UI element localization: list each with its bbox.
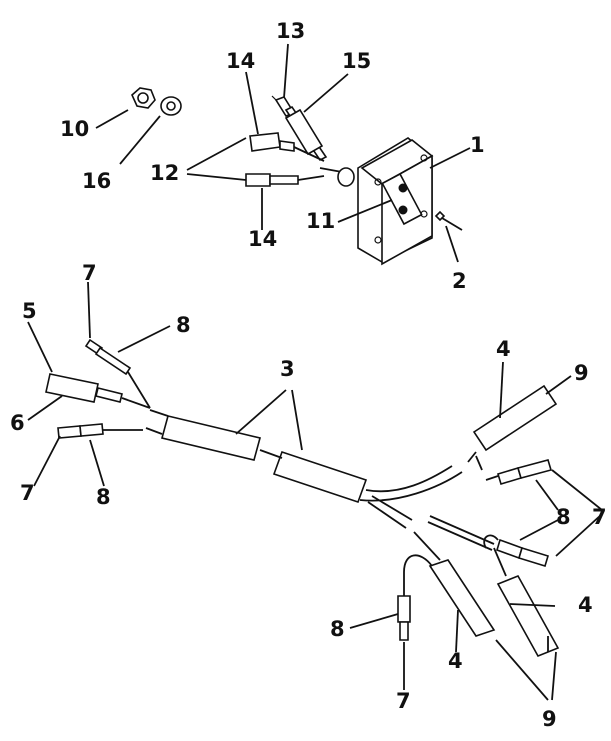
bullet-connector-5-6 — [45, 373, 151, 409]
plug-connector-14-upper — [249, 132, 325, 162]
switch-plate — [357, 137, 434, 266]
callout-4-upper-right: 4 — [496, 337, 511, 361]
callout-7-right: 7 — [592, 505, 607, 529]
callout-1: 1 — [470, 133, 485, 157]
plug-connector-upper-left — [84, 338, 151, 409]
boot-lower-middle — [413, 531, 496, 637]
plug-connector-right-top — [485, 459, 553, 485]
callout-7-upper-left: 7 — [82, 261, 97, 285]
harness-sleeve-right — [272, 450, 368, 504]
wire-bundle-grommet — [337, 167, 355, 187]
callout-6: 6 — [10, 411, 25, 435]
plug-connector-right-middle — [483, 534, 549, 568]
callout-5: 5 — [22, 299, 37, 323]
callout-2: 2 — [452, 269, 467, 293]
mounting-screw — [434, 210, 463, 231]
callout-12: 12 — [150, 161, 179, 185]
callout-15: 15 — [342, 49, 371, 73]
callout-8-upper-left: 8 — [176, 313, 191, 337]
callout-9-upper-right: 9 — [574, 361, 589, 385]
plug-connector-14-lower — [245, 167, 343, 187]
leader-lines — [27, 43, 603, 701]
callout-10: 10 — [60, 117, 89, 141]
callout-14-lower: 14 — [248, 227, 277, 251]
callout-8-right: 8 — [556, 505, 571, 529]
hex-nut — [131, 87, 156, 109]
callout-3: 3 — [280, 357, 295, 381]
callout-14-upper: 14 — [226, 49, 255, 73]
callout-11: 11 — [306, 209, 335, 233]
callout-9-bottom: 9 — [542, 707, 557, 731]
plug-connector-bottom — [397, 554, 433, 641]
callout-7-bottom: 7 — [396, 689, 411, 713]
callout-8-bottom: 8 — [330, 617, 345, 641]
callout-4-lower-middle: 4 — [448, 649, 463, 673]
washer — [160, 96, 182, 116]
callout-13: 13 — [276, 19, 305, 43]
plug-connector-lower-left — [57, 423, 143, 439]
harness-gap-wire — [259, 449, 283, 459]
plug-connector-15 — [284, 108, 324, 156]
callout-4-lower-right: 4 — [578, 593, 593, 617]
boot-lower-right — [493, 547, 560, 658]
harness-sleeve-left — [145, 409, 261, 461]
callout-7-lower-left: 7 — [20, 481, 35, 505]
branch-wires — [359, 465, 495, 551]
callout-8-lower-left: 8 — [96, 485, 111, 509]
boot-upper-right — [467, 384, 558, 471]
callout-labels: 1 2 3 4 9 5 6 7 8 7 8 8 7 4 4 9 8 7 10 1… — [10, 19, 607, 731]
callout-16: 16 — [82, 169, 111, 193]
